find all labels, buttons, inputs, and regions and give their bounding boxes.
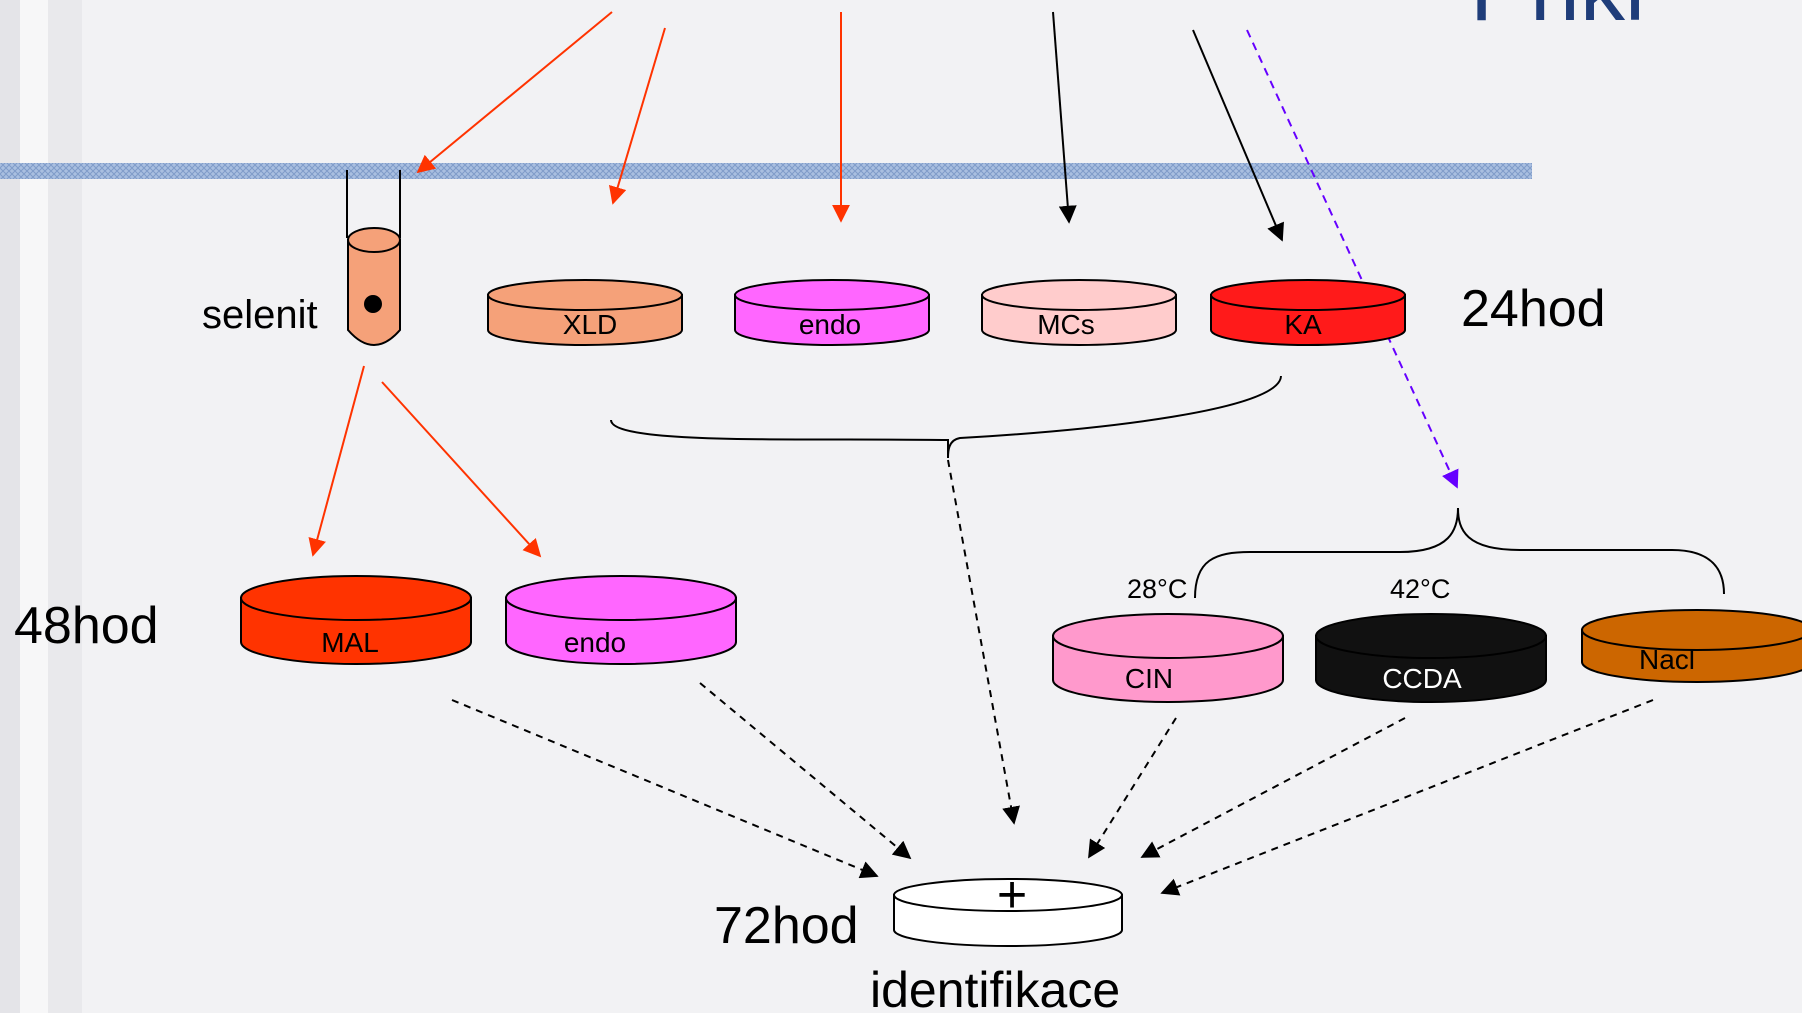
identifikace-label: identifikace xyxy=(870,962,1120,1013)
arrow-endo-final xyxy=(699,682,912,860)
slide-title: Přikl xyxy=(1470,0,1645,40)
time-48h: 48hod xyxy=(14,597,159,655)
time-72h: 72hod xyxy=(714,897,859,955)
plate-ccda: CCDA xyxy=(1315,613,1547,703)
plate-mcs: MCs xyxy=(981,279,1177,346)
plate-mal: MAL xyxy=(240,575,472,665)
plate-label-mcs: MCs xyxy=(1037,309,1095,340)
header-bar xyxy=(0,163,1532,179)
plate-label-mal: MAL xyxy=(321,627,379,658)
plate-final: + xyxy=(893,866,1123,947)
plate-label-cin: CIN xyxy=(1125,663,1173,694)
incoming-arrows xyxy=(416,11,1459,489)
arrow-cin-final xyxy=(1088,717,1177,859)
arrow-mal-final xyxy=(451,699,879,879)
arrow-ccda-final xyxy=(1140,717,1406,858)
plate-cin: CIN xyxy=(1052,613,1284,703)
plate-label-ka: KA xyxy=(1284,309,1322,340)
temp-42: 42°C xyxy=(1390,574,1450,604)
arrow-selenit-mal xyxy=(308,365,365,557)
time-24h: 24hod xyxy=(1461,280,1606,338)
plate-endo-48h: endo xyxy=(505,575,737,665)
arrow-to-ka xyxy=(1192,29,1284,242)
brace-yersinia xyxy=(1194,507,1725,599)
selenit-tube xyxy=(346,170,401,346)
brace-24h xyxy=(610,375,1282,459)
plate-label-endo-48h: endo xyxy=(564,627,626,658)
plate-label-nacl: Nacl xyxy=(1639,644,1695,675)
plate-label-endo-24h: endo xyxy=(799,309,861,340)
selenit-label: selenit xyxy=(202,293,318,337)
arrows-to-final xyxy=(451,459,1654,896)
plate-endo-24h: endo xyxy=(734,279,930,346)
arrow-to-selenit xyxy=(416,11,613,174)
plate-xld: XLD xyxy=(487,279,683,346)
plate-nacl: Nacl xyxy=(1581,609,1802,683)
background-stripes xyxy=(0,0,82,1013)
arrow-to-yersinia xyxy=(1246,29,1459,489)
arrow-selenit-endo xyxy=(381,381,542,558)
arrow-to-mcs xyxy=(1052,11,1077,224)
plus-symbol: + xyxy=(997,866,1027,924)
plate-label-xld: XLD xyxy=(563,309,617,340)
plate-label-ccda: CCDA xyxy=(1382,663,1462,694)
arrow-brace-final xyxy=(947,459,1020,825)
arrow-nacl-final xyxy=(1160,699,1654,896)
plate-ka: KA xyxy=(1210,279,1406,346)
temp-28: 28°C xyxy=(1127,574,1187,604)
arrow-to-xld xyxy=(608,27,666,205)
